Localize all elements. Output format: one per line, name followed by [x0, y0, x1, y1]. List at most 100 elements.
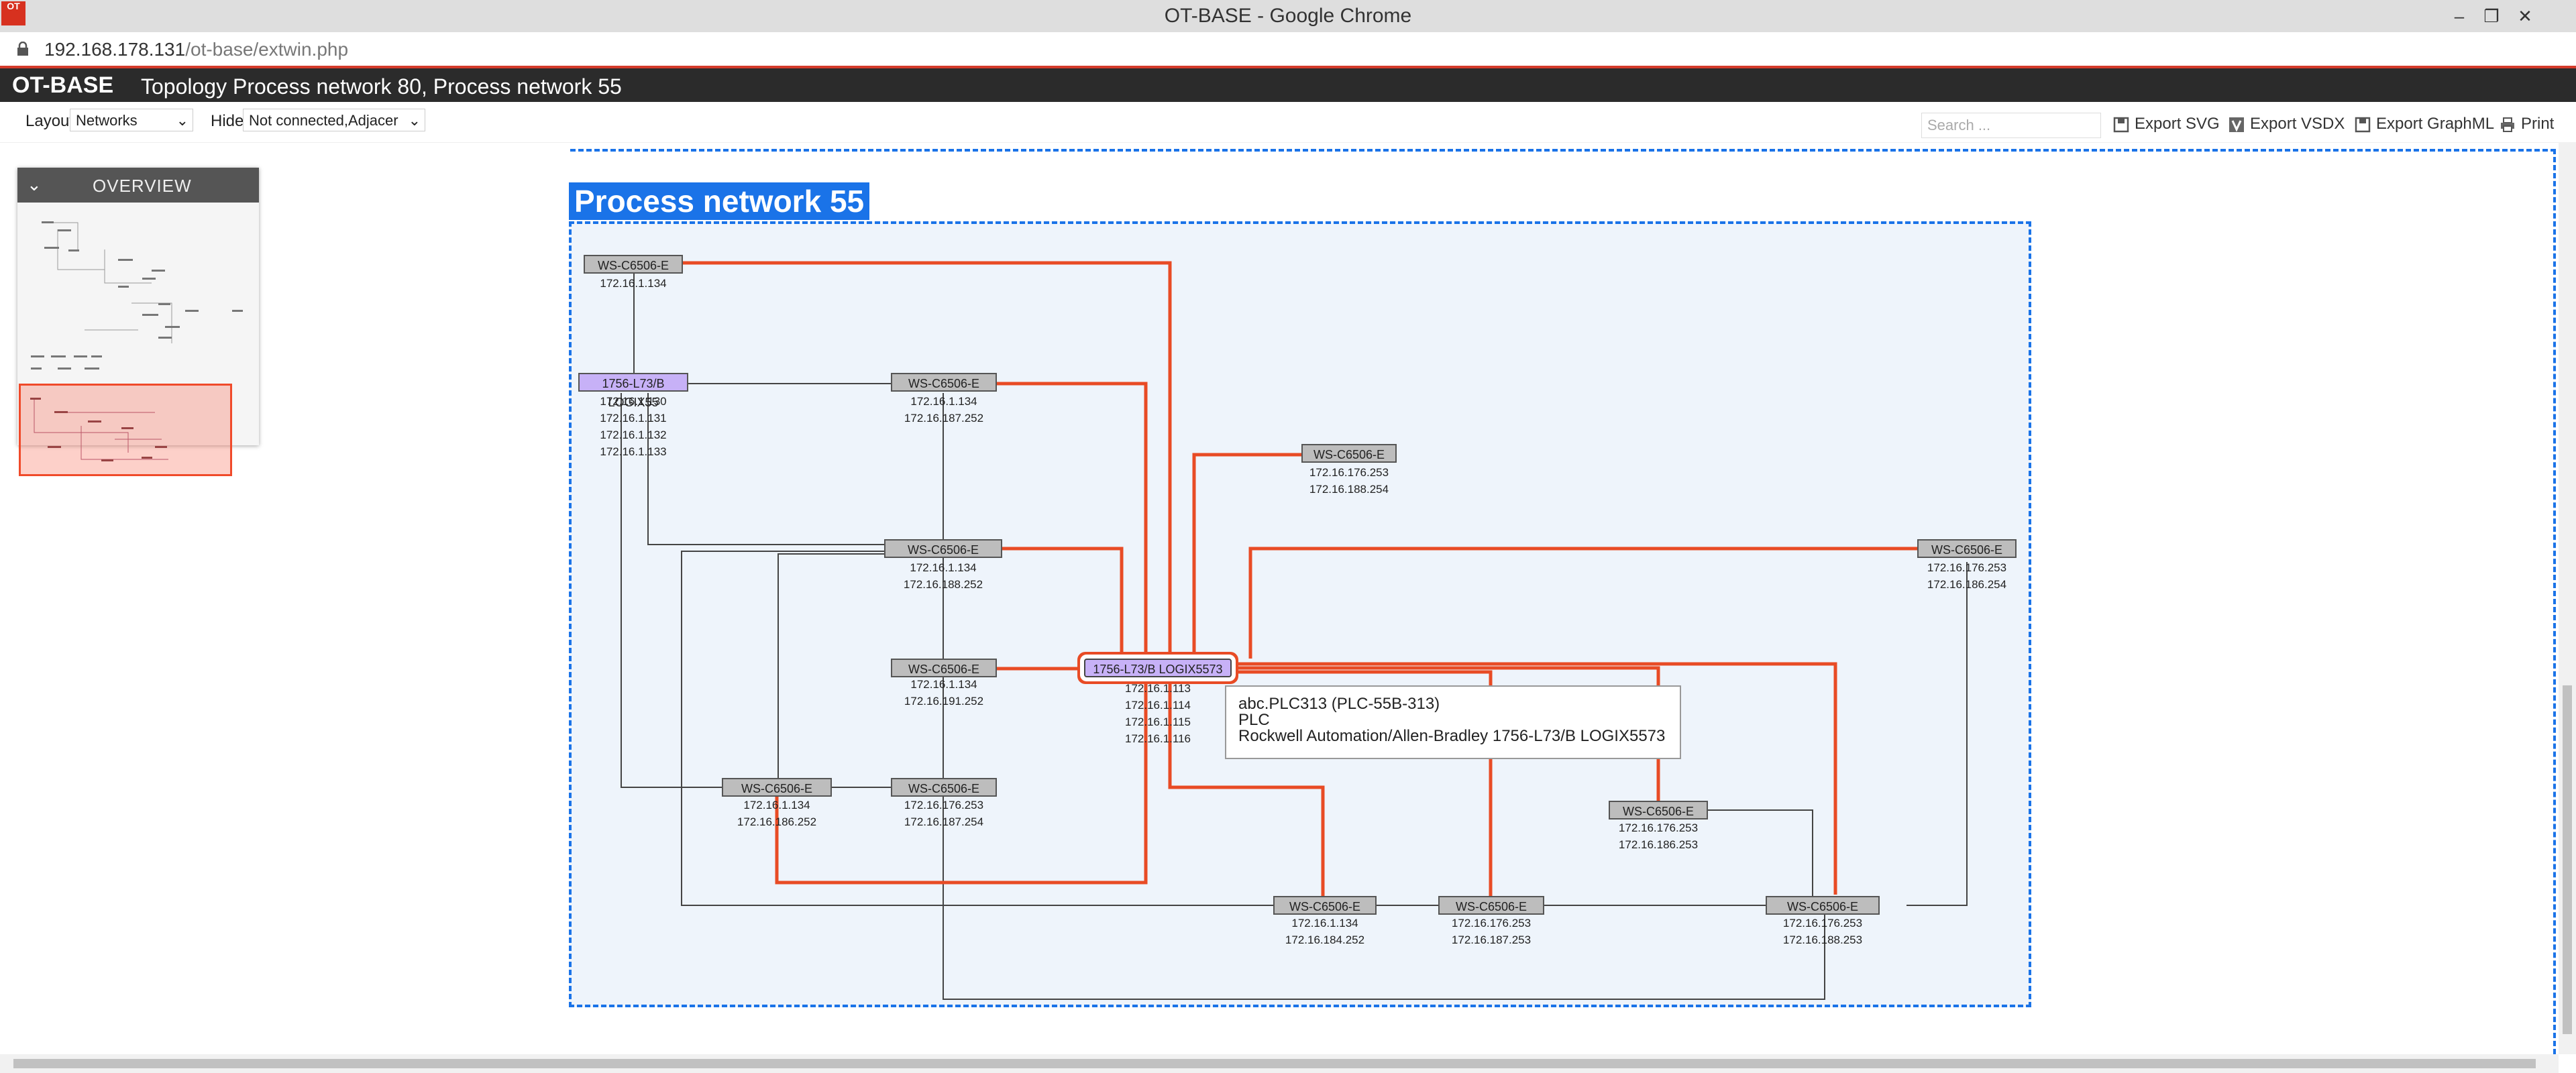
minimap-graphic — [31, 221, 243, 370]
switch-node[interactable]: WS-C6506-E — [1301, 444, 1397, 463]
hide-select-value: Not connected,Adjacer — [249, 112, 398, 129]
highlight-link — [683, 261, 1172, 659]
minimize-icon[interactable]: – — [2454, 6, 2465, 26]
vertical-scrollbar[interactable] — [2559, 142, 2576, 1054]
highlight-link — [997, 382, 1148, 659]
switch-node[interactable]: WS-C6506-E — [1438, 896, 1544, 915]
overview-minimap[interactable] — [17, 203, 259, 476]
node-ip-list: 172.16.176.253 172.16.187.254 — [884, 797, 1004, 830]
group-title[interactable]: Process network 55 — [569, 182, 870, 220]
horizontal-scrollbar[interactable] — [0, 1054, 2559, 1073]
ip-address: 172.16.176.253 — [1618, 822, 1699, 834]
url-text[interactable]: 192.168.178.131/ot-base/extwin.php — [44, 38, 348, 62]
ip-address: 172.16.184.252 — [1285, 934, 1365, 946]
hide-select[interactable]: Not connected,Adjacer ⌄ — [243, 109, 425, 131]
search-input[interactable]: Search ... — [1921, 113, 2101, 138]
ip-address: 172.16.1.134 — [910, 561, 977, 574]
ip-address: 172.16.186.252 — [737, 815, 817, 828]
export-svg-label: Export SVG — [2135, 115, 2220, 133]
app-icon: OT — [1, 1, 25, 25]
ip-address: 172.16.1.134 — [743, 799, 810, 811]
switch-node[interactable]: WS-C6506-E — [1273, 896, 1377, 915]
node-ip-list: 172.16.1.134 172.16.186.252 — [715, 797, 839, 830]
switch-node[interactable]: WS-C6506-E — [1917, 539, 2017, 558]
ip-address: 172.16.1.114 — [1125, 699, 1191, 712]
lock-icon — [17, 42, 28, 56]
link — [681, 551, 1273, 906]
address-bar[interactable]: 192.168.178.131/ot-base/extwin.php — [0, 32, 2576, 68]
links-highlighted — [683, 261, 1917, 896]
ip-address: 172.16.1.133 — [600, 445, 667, 458]
switch-node[interactable]: WS-C6506-E — [884, 539, 1002, 558]
plc-node[interactable]: 1756-L73/B LOGIX55 — [578, 373, 688, 409]
switch-node[interactable]: WS-C6506-E — [891, 659, 997, 677]
layout-select[interactable]: Networks ⌄ — [70, 109, 193, 131]
minimap-viewport-graphic — [30, 398, 168, 461]
chevron-down-icon: ⌄ — [176, 112, 189, 129]
app-icon-text: OT — [7, 1, 20, 11]
link — [1708, 809, 1813, 896]
tooltip-name: abc.PLC313 (PLC-55B-313) — [1238, 695, 1440, 713]
ip-address: 172.16.1.131 — [600, 412, 667, 425]
ip-address: 172.16.187.254 — [904, 815, 984, 828]
restore-icon[interactable]: ❐ — [2483, 6, 2500, 26]
highlight-link — [775, 679, 1148, 885]
node-ip-list: 172.16.1.134 — [584, 275, 683, 292]
printer-icon — [2501, 117, 2514, 132]
url-host: 192.168.178.131 — [44, 39, 186, 60]
node-ip-list: 172.16.1.134 172.16.184.252 — [1261, 915, 1389, 948]
brand-logo: OT-BASE — [12, 72, 114, 98]
scrollbar-thumb[interactable] — [2563, 685, 2572, 1034]
export-svg-button[interactable]: Export SVG — [2113, 114, 2220, 134]
minimap-viewport[interactable] — [19, 384, 232, 476]
page-title: Topology Process network 80, Process net… — [141, 74, 622, 99]
highlight-link — [1248, 547, 1917, 659]
print-label: Print — [2521, 115, 2555, 133]
overview-label: OVERVIEW — [93, 176, 192, 196]
link — [621, 393, 722, 788]
chevron-down-icon[interactable]: ⌄ — [27, 174, 42, 194]
window-titlebar: OT-BASE - Google Chrome — [0, 0, 2576, 32]
switch-node[interactable]: WS-C6506-E — [722, 778, 832, 797]
ip-address: 172.16.186.254 — [1927, 578, 2007, 591]
visio-icon — [2229, 117, 2244, 132]
switch-node[interactable]: WS-C6506-E — [1609, 801, 1708, 820]
node-ip-list: 172.16.176.253 172.16.187.253 — [1430, 915, 1552, 948]
node-ip-list: 172.16.1.134 172.16.187.252 — [884, 393, 1004, 427]
plc-node-selected[interactable]: 1756-L73/B LOGIX5573 — [1084, 659, 1232, 677]
link — [943, 677, 1825, 1000]
export-graphml-button[interactable]: Export GraphML — [2355, 114, 2494, 134]
ip-address: 172.16.1.130 — [600, 395, 667, 408]
link — [777, 553, 884, 787]
close-icon[interactable]: ✕ — [2518, 6, 2532, 26]
switch-node[interactable]: WS-C6506-E — [1766, 896, 1880, 915]
switch-node[interactable]: WS-C6506-E — [891, 778, 997, 797]
canvas-border-top — [570, 149, 2556, 152]
switch-node[interactable]: WS-C6506-E — [891, 373, 997, 392]
process-network-group[interactable] — [569, 221, 2031, 1007]
ip-address: 172.16.188.254 — [1309, 483, 1389, 496]
ip-address: 172.16.1.132 — [600, 429, 667, 441]
scrollbar-thumb[interactable] — [13, 1059, 2536, 1068]
layout-select-value: Networks — [76, 112, 138, 129]
layout-label: Layout — [25, 112, 74, 130]
ip-address: 172.16.1.134 — [600, 277, 667, 290]
ip-address: 172.16.186.253 — [1618, 838, 1699, 851]
ip-address: 172.16.187.252 — [904, 412, 984, 425]
node-ip-list: 172.16.1.113 172.16.1.114 172.16.1.115 1… — [1097, 680, 1218, 747]
export-vsdx-button[interactable]: Export VSDX — [2229, 114, 2345, 134]
hide-label: Hide — [211, 112, 244, 130]
print-button[interactable]: Print — [2500, 114, 2554, 134]
window-title: OT-BASE - Google Chrome — [1164, 5, 1412, 27]
node-ip-list: 172.16.1.130 172.16.1.131 172.16.1.132 1… — [578, 393, 688, 460]
overview-header[interactable]: ⌄ OVERVIEW — [17, 168, 259, 203]
save-icon — [2355, 117, 2371, 132]
toolbar: Layout Networks ⌄ Hide Not connected,Adj… — [0, 102, 2576, 143]
tooltip-type: PLC — [1238, 711, 1270, 729]
highlight-link — [1232, 662, 1837, 895]
ip-address: 172.16.188.252 — [903, 578, 983, 591]
node-ip-list: 172.16.1.134 172.16.191.252 — [884, 676, 1004, 710]
switch-node[interactable]: WS-C6506-E — [584, 255, 683, 274]
node-ip-list: 172.16.1.134 172.16.188.252 — [883, 559, 1004, 593]
ip-address: 172.16.1.113 — [1125, 682, 1191, 695]
